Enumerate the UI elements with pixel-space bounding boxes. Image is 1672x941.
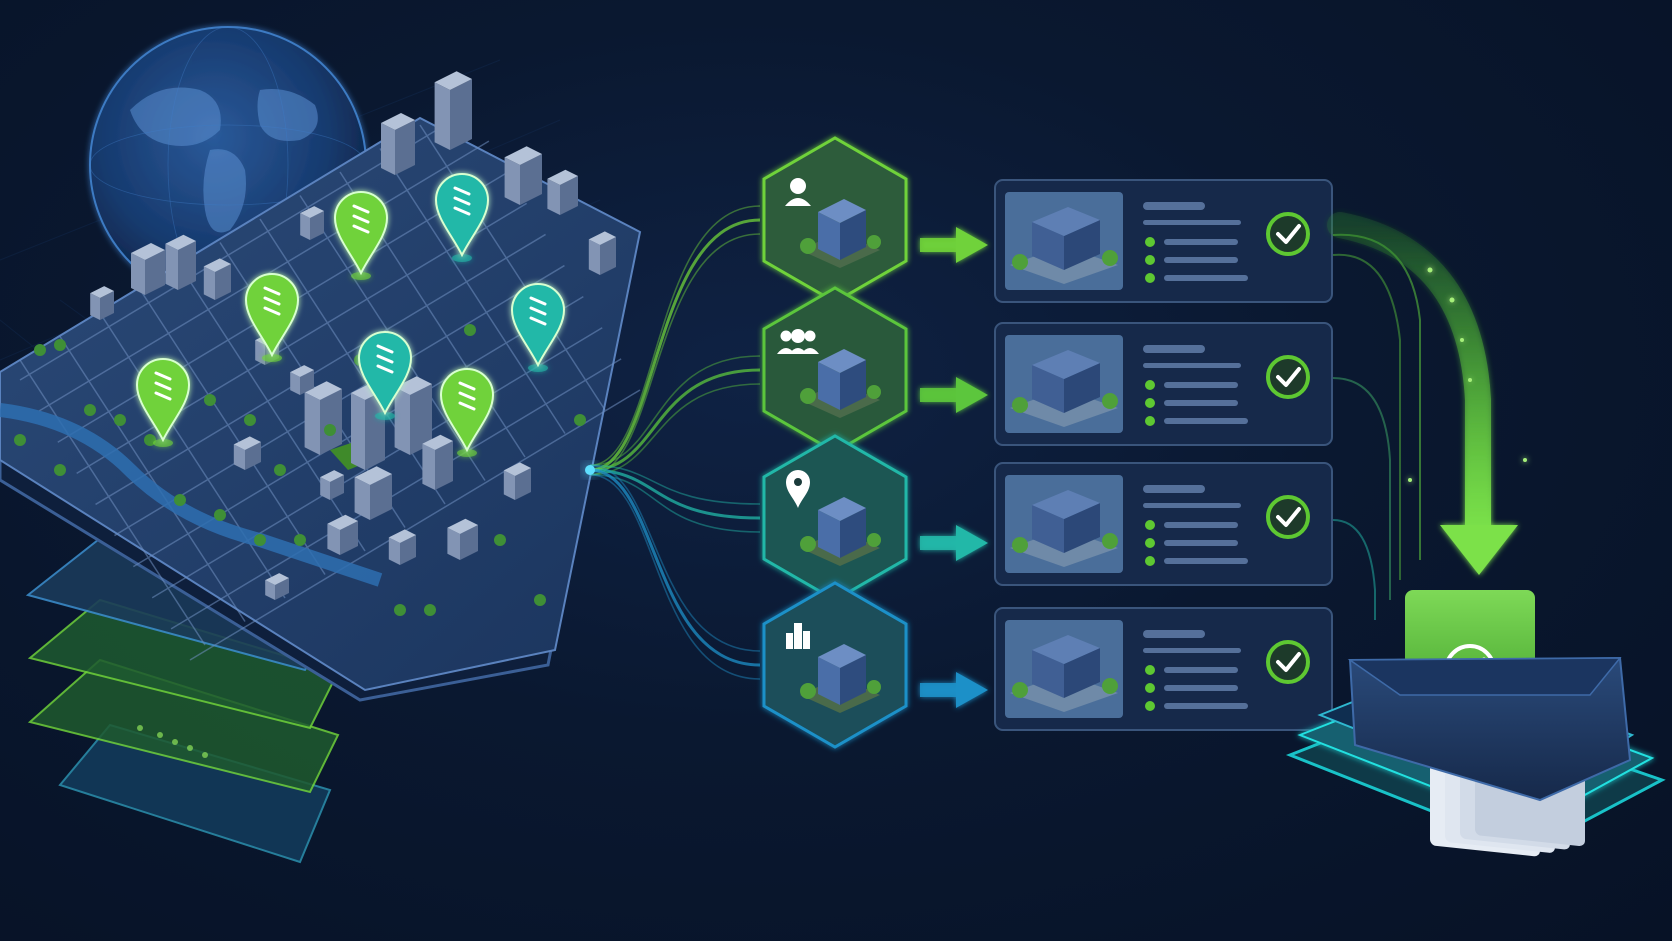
map-pin-icon <box>510 283 566 372</box>
arrow-right-icon <box>920 377 988 413</box>
building <box>351 383 385 470</box>
tree <box>84 404 96 416</box>
building <box>434 71 472 150</box>
building <box>547 169 578 215</box>
check-icon <box>1266 355 1310 399</box>
arrow-down-icon <box>1440 525 1518 575</box>
city-skyline-icon <box>786 623 810 649</box>
detail-lines <box>1143 202 1248 283</box>
tree <box>114 414 126 426</box>
tree <box>294 534 306 546</box>
building <box>131 243 165 295</box>
tree <box>244 414 256 426</box>
tree <box>394 604 406 616</box>
tray-connectors <box>1332 233 1421 620</box>
tree <box>324 424 336 436</box>
location-pin-icon <box>786 470 810 508</box>
arrow-right-icon <box>920 672 988 708</box>
map-pin-icon <box>357 331 413 420</box>
building <box>800 497 881 566</box>
building <box>381 113 415 175</box>
building <box>447 518 478 560</box>
building <box>290 365 314 395</box>
building <box>503 462 531 500</box>
building <box>800 199 881 268</box>
check-icon <box>1266 640 1310 684</box>
building <box>588 231 616 275</box>
building <box>304 381 342 455</box>
person-icon <box>785 178 811 206</box>
map-layer-3 <box>27 658 340 794</box>
building <box>90 286 114 320</box>
building <box>388 529 416 565</box>
segment-hex-1 <box>762 136 908 304</box>
building <box>422 434 453 490</box>
segment-hex-3 <box>762 434 908 602</box>
building <box>800 349 881 418</box>
building-thumbnail <box>1005 335 1123 433</box>
tree <box>464 324 476 336</box>
tree <box>254 534 266 546</box>
building <box>800 644 881 713</box>
tree <box>574 414 586 426</box>
building <box>300 206 324 240</box>
tree <box>54 464 66 476</box>
map-layers <box>25 538 340 864</box>
map-pin-icon <box>244 273 300 362</box>
building <box>320 470 344 500</box>
map-pin-icon <box>333 191 389 280</box>
building <box>394 376 432 455</box>
detail-lines <box>1143 485 1248 566</box>
arrow-right-icon <box>920 227 988 263</box>
detail-lines <box>1143 630 1248 711</box>
building-thumbnail <box>1005 475 1123 573</box>
result-card-4 <box>994 607 1333 731</box>
building <box>354 466 392 520</box>
check-icon <box>1266 495 1310 539</box>
tree <box>494 534 506 546</box>
flow-connectors <box>589 205 761 680</box>
result-card-2 <box>994 322 1333 446</box>
tree <box>54 339 66 351</box>
result-card-1 <box>994 179 1333 303</box>
archive-tray-icon <box>1285 590 1666 857</box>
building <box>203 258 231 300</box>
tree <box>274 464 286 476</box>
city-map <box>0 71 642 702</box>
building <box>265 573 289 600</box>
collect-arrow <box>1327 212 1527 575</box>
group-icon <box>777 329 819 354</box>
building-thumbnail <box>1005 192 1123 290</box>
building <box>165 234 196 290</box>
map-pin-icon <box>434 173 490 262</box>
building-thumbnail <box>1005 620 1123 718</box>
building <box>233 436 261 470</box>
map-layer-bottom <box>58 723 332 864</box>
river <box>0 403 383 587</box>
tree <box>214 509 226 521</box>
building <box>504 146 542 205</box>
flow-origin-node <box>585 465 595 475</box>
result-card-3 <box>994 462 1333 586</box>
segment-hex-2 <box>762 286 908 454</box>
check-icon <box>1266 212 1310 256</box>
tree <box>204 394 216 406</box>
tree <box>34 344 46 356</box>
map-pin-icon <box>135 358 191 447</box>
tree <box>534 594 546 606</box>
tree <box>14 434 26 446</box>
segment-hex-4 <box>762 581 908 749</box>
detail-lines <box>1143 345 1248 426</box>
arrow-right-icon <box>920 525 988 561</box>
building <box>327 514 358 555</box>
tree <box>174 494 186 506</box>
tree <box>424 604 436 616</box>
map-pin-icon <box>439 368 495 457</box>
